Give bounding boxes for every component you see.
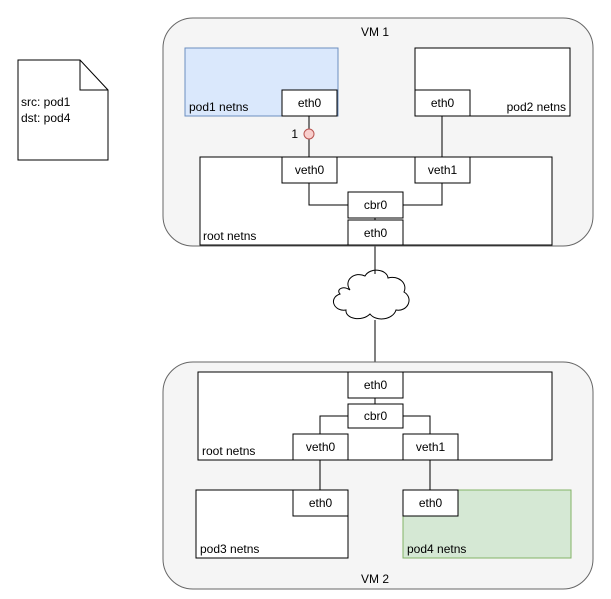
- vm2-root-eth0-label: eth0: [364, 378, 388, 392]
- vm1: VM 1 pod1 netns eth0 pod2 netns eth0 roo…: [162, 17, 594, 247]
- vm1-root-eth0-label: eth0: [364, 226, 388, 240]
- vm2-veth0: [292, 433, 349, 461]
- network-cloud-icon: [332, 269, 410, 320]
- vm2-root-eth0: [347, 371, 404, 399]
- vm2-cbr0-to-veth0-wire: [319, 415, 348, 434]
- vm2-cbr0: [347, 403, 404, 429]
- vm1-cbr0: [347, 191, 404, 219]
- vm2-cbr0-label: cbr0: [364, 409, 388, 423]
- packet-step-marker-icon: [303, 128, 315, 140]
- pod3-eth0-label: eth0: [309, 496, 333, 510]
- vm2-veth1-label: veth1: [416, 440, 446, 454]
- vm2-veth1: [402, 433, 459, 461]
- vm2-title: VM 2: [361, 572, 389, 586]
- vm1-veth0: [281, 156, 338, 184]
- veth1-to-cbr0-wire: [403, 183, 443, 206]
- packet-document-fold: [79, 60, 108, 91]
- packet-src-label: src: pod1: [21, 95, 71, 109]
- vm2: VM 2 root netns eth0 cbr0 veth0 veth1 po…: [162, 361, 594, 590]
- packet-document: src: pod1 dst: pod4: [17, 59, 109, 161]
- packet-document-shape: [17, 59, 109, 161]
- vm2-cbr0-to-veth1-wire: [403, 415, 431, 434]
- vm1-root-netns-label: root netns: [203, 229, 256, 243]
- vm2-root-netns-label: root netns: [202, 444, 255, 458]
- vm1-veth1: [414, 156, 471, 184]
- pod1-netns-label: pod1 netns: [189, 100, 248, 114]
- pod4-eth0-label: eth0: [419, 496, 443, 510]
- vm1-title: VM 1: [361, 25, 389, 39]
- vm1-root-eth0: [347, 219, 404, 246]
- vm2-veth0-label: veth0: [306, 440, 336, 454]
- vm1-veth1-label: veth1: [428, 163, 458, 177]
- vm1-cbr0-label: cbr0: [364, 198, 388, 212]
- packet-dst-label: dst: pod4: [21, 111, 71, 125]
- vm1-veth0-label: veth0: [295, 163, 325, 177]
- packet-step-number: 1: [291, 127, 298, 141]
- pod3-eth0: [292, 489, 349, 517]
- pod1-eth0: [281, 89, 338, 117]
- pod2-eth0-label: eth0: [431, 96, 455, 110]
- veth0-to-cbr0-wire: [308, 183, 348, 206]
- pod4-netns: [402, 489, 572, 559]
- pod4-eth0: [402, 489, 459, 517]
- pod3-netns-label: pod3 netns: [200, 542, 259, 556]
- pod4-netns-label: pod4 netns: [407, 542, 466, 556]
- pod2-netns-label: pod2 netns: [507, 100, 566, 114]
- pod1-eth0-label: eth0: [298, 96, 322, 110]
